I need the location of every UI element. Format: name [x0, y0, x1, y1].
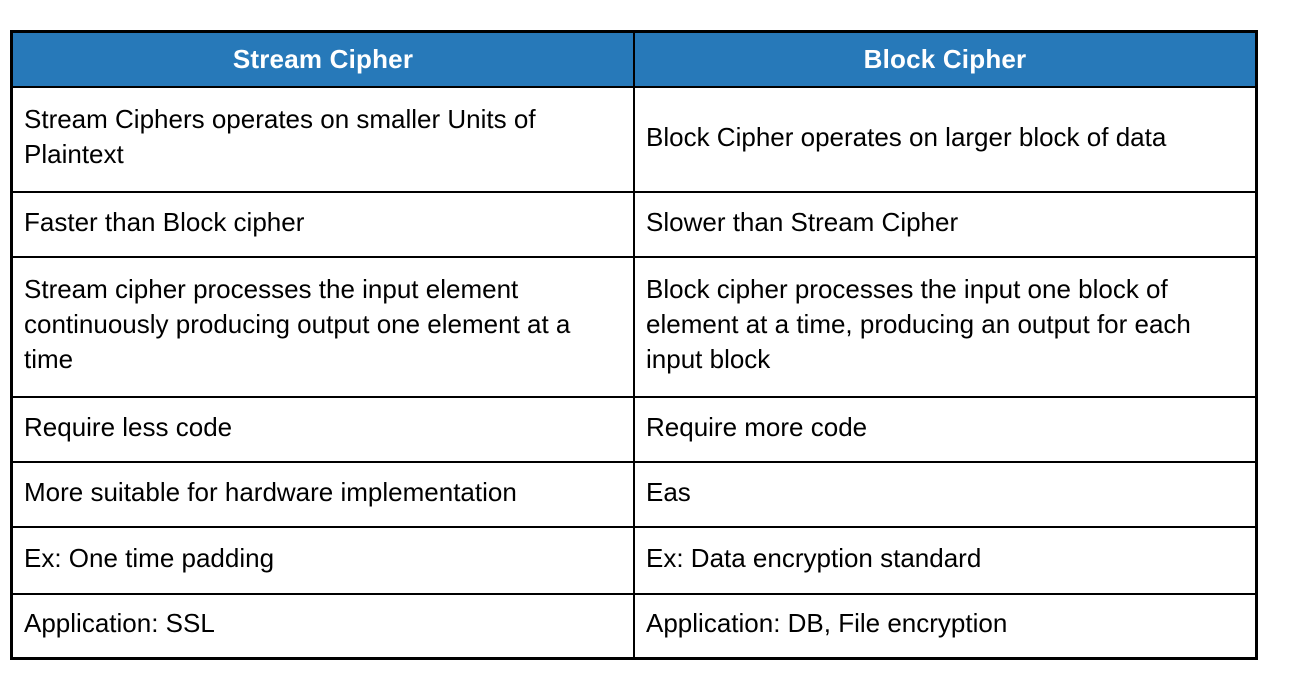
- table-cell: Block Cipher operates on larger block of…: [633, 85, 1258, 193]
- table-row: Stream cipher processes the input elemen…: [10, 255, 1258, 398]
- table-row: Ex: One time padding Ex: Data encryption…: [10, 525, 1258, 595]
- table-cell: Block cipher processes the input one blo…: [633, 255, 1258, 398]
- table-cell: Slower than Stream Cipher: [633, 190, 1258, 258]
- table-cell: Require less code: [10, 395, 635, 463]
- table-cell: Stream Ciphers operates on smaller Units…: [10, 85, 635, 193]
- table-row: Faster than Block cipher Slower than Str…: [10, 190, 1258, 258]
- table-row: Require less code Require more code: [10, 395, 1258, 463]
- table-row: Application: SSL Application: DB, File e…: [10, 592, 1258, 660]
- column-header-block-cipher: Block Cipher: [633, 30, 1258, 88]
- column-header-stream-cipher: Stream Cipher: [10, 30, 635, 88]
- header-row: Stream Cipher Block Cipher: [10, 30, 1258, 88]
- table-cell: Ex: Data encryption standard: [633, 525, 1258, 595]
- comparison-table-container: Stream Cipher Block Cipher Stream Cipher…: [10, 30, 1258, 660]
- cipher-comparison-table: Stream Cipher Block Cipher Stream Cipher…: [10, 30, 1258, 660]
- table-row: Stream Ciphers operates on smaller Units…: [10, 85, 1258, 193]
- table-cell: Ex: One time padding: [10, 525, 635, 595]
- table-cell: Eas: [633, 460, 1258, 528]
- table-cell: Require more code: [633, 395, 1258, 463]
- table-cell: Faster than Block cipher: [10, 190, 635, 258]
- table-cell: Application: SSL: [10, 592, 635, 660]
- table-cell: Stream cipher processes the input elemen…: [10, 255, 635, 398]
- table-cell: Application: DB, File encryption: [633, 592, 1258, 660]
- table-cell: More suitable for hardware implementatio…: [10, 460, 635, 528]
- table-row: More suitable for hardware implementatio…: [10, 460, 1258, 528]
